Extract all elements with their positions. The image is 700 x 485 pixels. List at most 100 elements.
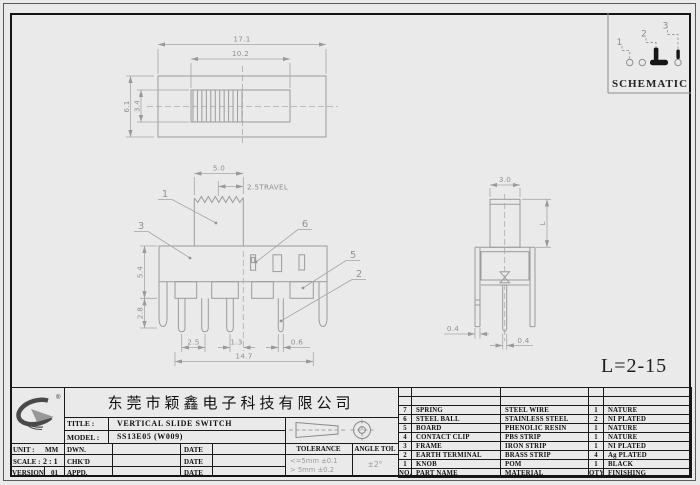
part-no: 1 <box>398 459 412 469</box>
terminal-pin <box>277 298 284 333</box>
logo-arrow <box>31 409 54 422</box>
part-no: 3 <box>398 441 412 451</box>
part-qty: 1 <box>588 459 604 469</box>
dim-terminal-width: 0.6 <box>291 338 303 347</box>
front-view-callouts: 1 3 6 5 2 <box>134 189 366 323</box>
angle-tolerance-value: ±2° <box>367 460 383 469</box>
part-material: PHENOLIC RESIN <box>500 423 589 433</box>
projection-symbol <box>289 419 374 441</box>
contact-detail <box>498 271 511 284</box>
tolerance-line-1: <=5mm ±0.1 <box>290 456 338 465</box>
header-part-name: PART NAME <box>411 468 501 478</box>
tolerance-line-2: > 5mm ±0.2 <box>290 465 335 474</box>
part-finishing: NATURE <box>603 405 692 415</box>
steel-ball <box>251 256 256 264</box>
part-name: CONTACT CLIP <box>411 432 501 442</box>
divider <box>10 443 398 444</box>
unit-value: MM <box>45 445 59 454</box>
dim-knob-width: 5.0 <box>213 164 225 173</box>
drawn-label: DWN. <box>67 445 86 454</box>
dim-body-height: 5.4 <box>136 266 145 278</box>
dim-pin-pitch: 2.5 <box>187 338 199 347</box>
registered-mark: ® <box>56 394 61 401</box>
body-slot <box>298 254 306 271</box>
part-finishing: NI PLATED <box>603 414 692 424</box>
title-value: VERTICAL SLIDE SWITCH <box>117 418 233 428</box>
part-finishing: NATURE <box>603 432 692 442</box>
version-label: VERSION <box>12 468 44 477</box>
part-name: EARTH TERMINAL <box>411 450 501 460</box>
dim-leg-thickness: 0.4 <box>447 324 459 333</box>
scale-value: 2 : 1 <box>43 456 58 466</box>
callout-steel-ball: 6 <box>302 219 308 230</box>
bent-foot-left <box>158 281 168 328</box>
date-label: DATE <box>184 468 203 477</box>
callout-earth-terminal: 2 <box>356 269 362 280</box>
checked-label: CHK'D <box>67 457 90 466</box>
terminal-pin <box>226 298 234 333</box>
schematic-pin-3-label: 3 <box>663 22 669 32</box>
front-view-dimensions: 5.0 2.5TRAVEL 5.4 2.8 2.5 1.3 0.6 <box>136 164 314 366</box>
top-view <box>147 66 338 143</box>
model-label: MODEL : <box>67 432 100 442</box>
part-qty: 1 <box>588 441 604 451</box>
part-name: FRAME <box>411 441 501 451</box>
part-material: STEEL WIRE <box>500 405 589 415</box>
sheet-outer-border <box>3 3 696 481</box>
dim-travel: 2.5TRAVEL <box>247 183 288 192</box>
part-finishing: NATURE <box>603 423 692 433</box>
schematic-pin-contact <box>638 58 646 67</box>
angle-tolerance-label: ANGLE TOL <box>354 445 396 454</box>
company-name: 东莞市颖鑫电子科技有限公司 <box>107 394 355 412</box>
divider <box>64 417 398 418</box>
schematic-slider-base <box>650 59 668 66</box>
version-value: 01 <box>51 468 58 477</box>
sheet-inner-border <box>10 13 691 477</box>
part-no: 4 <box>398 432 412 442</box>
dim-top-inner-width: 10.2 <box>232 49 249 58</box>
terminal-pin <box>201 298 209 333</box>
schematic-slider-knob <box>653 47 659 61</box>
tolerance-label: TOLERANCE <box>296 445 341 454</box>
date-label: DATE <box>184 445 203 454</box>
part-material: POM <box>500 459 589 469</box>
part-qty: 4 <box>588 450 604 460</box>
part-name: SPRING <box>411 405 501 415</box>
schematic-pin-contact <box>674 58 682 67</box>
header-material: MATERIAL <box>500 468 589 478</box>
part-name: STEEL BALL <box>411 414 501 424</box>
part-material: STAINLESS STEEL <box>500 414 589 424</box>
schematic-box: 1 2 3 SCHEMATIC <box>607 13 691 94</box>
part-no: 2 <box>398 450 412 460</box>
dim-side-knob-width: 3.0 <box>499 175 511 184</box>
parts-empty-row <box>398 387 692 397</box>
schematic-title: SCHEMATIC <box>612 78 688 90</box>
part-qty: 1 <box>588 423 604 433</box>
unit-label: UNIT : <box>13 445 35 454</box>
dim-pin-thickness: 0.4 <box>517 336 529 345</box>
divider <box>10 454 398 455</box>
part-finishing: Ag PLATED <box>603 450 692 460</box>
divider <box>44 466 45 477</box>
body-slot <box>272 254 283 273</box>
side-view-dimensions: 3.0 L 0.4 0.4 <box>444 175 551 350</box>
dim-center-offset: 1.3 <box>230 338 242 347</box>
dim-top-inner-height: 3.4 <box>133 100 142 112</box>
bent-foot-right <box>318 281 328 328</box>
header-no: NO. <box>398 468 412 478</box>
part-qty: 1 <box>588 405 604 415</box>
callout-knob: 1 <box>162 189 168 200</box>
schematic-pin-contact <box>626 58 634 67</box>
divider <box>285 417 286 477</box>
dim-total-width: 14.7 <box>235 352 252 361</box>
part-finishing: NI PLATED <box>603 441 692 451</box>
knob-knurl-hatch <box>196 90 238 122</box>
callout-board: 5 <box>350 250 356 261</box>
